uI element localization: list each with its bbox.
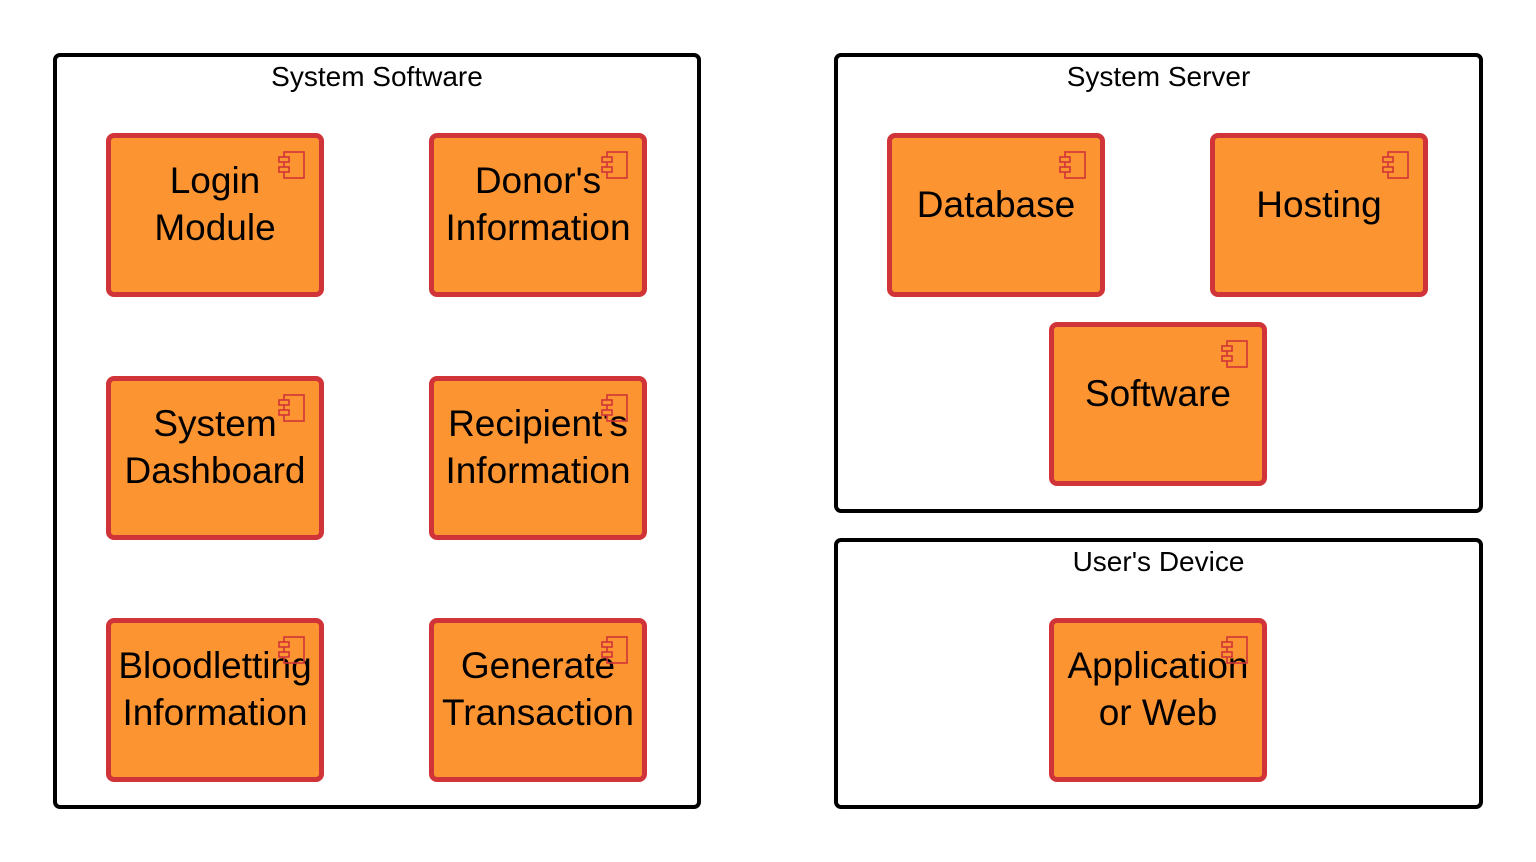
component-donors-information: Donor's Information — [429, 133, 647, 297]
component-icon — [1381, 150, 1411, 180]
component-icon — [277, 150, 307, 180]
container-title: System Software — [271, 61, 483, 92]
component-label: Software — [1084, 372, 1231, 414]
component-icon — [277, 393, 307, 423]
component-icon — [600, 150, 630, 180]
component-application-or-web: Application or Web — [1049, 618, 1267, 782]
component-label: Donor's Information — [445, 160, 631, 248]
component-database: Database — [887, 133, 1105, 297]
component-label: Application or Web — [1067, 645, 1249, 733]
container-users-device: User's Device — [834, 538, 1483, 809]
component-icon — [1058, 150, 1088, 180]
component-icon — [600, 393, 630, 423]
container-title: System Server — [1066, 61, 1251, 92]
component-icon — [1220, 339, 1250, 369]
component-icon — [277, 635, 307, 665]
component-label: System Dashboard — [124, 403, 306, 491]
component-software: Software — [1049, 322, 1267, 486]
container-title: User's Device — [1072, 546, 1245, 577]
component-label: Hosting — [1256, 183, 1382, 225]
component-system-dashboard: System Dashboard — [106, 376, 324, 540]
component-login-module: Login Module — [106, 133, 324, 297]
component-hosting: Hosting — [1210, 133, 1428, 297]
component-label: Recipient's Information — [445, 403, 631, 491]
component-label: Login Module — [154, 160, 276, 248]
component-icon — [1220, 635, 1250, 665]
component-label: Generate Transaction — [442, 645, 634, 733]
component-icon — [600, 635, 630, 665]
container-system-software: System Software — [53, 53, 701, 809]
container-system-server: System Server — [834, 53, 1483, 513]
component-generate-transaction: Generate Transaction — [429, 618, 647, 782]
component-bloodletting-information: Bloodletting Information — [106, 618, 324, 782]
component-label: Database — [916, 183, 1076, 225]
component-recipients-information: Recipient's Information — [429, 376, 647, 540]
